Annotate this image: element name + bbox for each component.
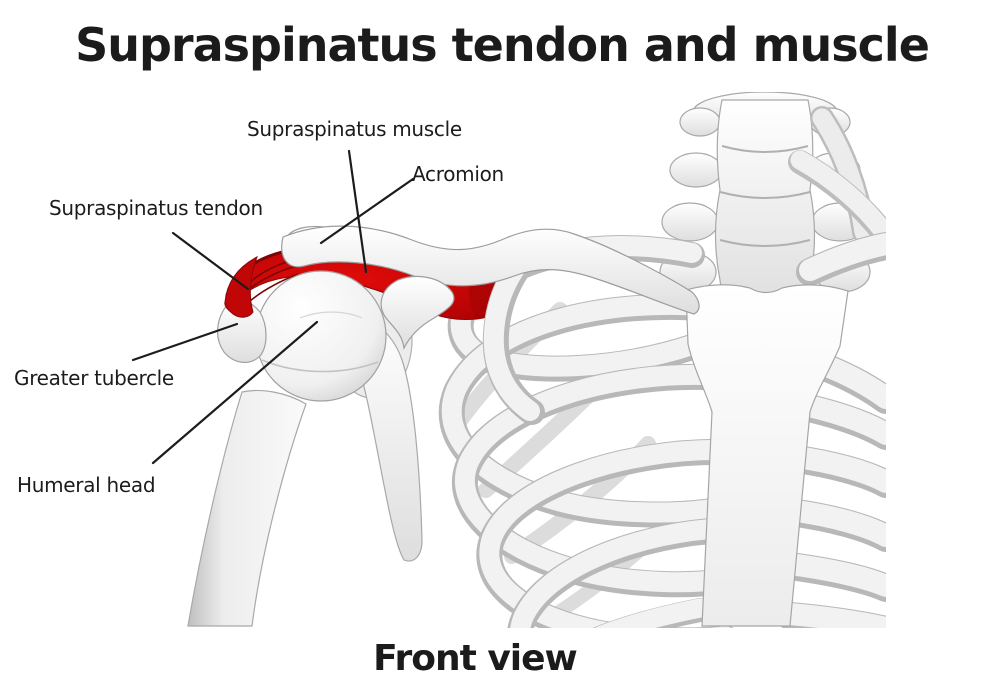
leader-lines	[131, 149, 415, 465]
skeleton-group	[187, 92, 886, 628]
right-transverse-processes	[788, 106, 886, 286]
leader-greater-tubercle	[131, 322, 239, 362]
clavicle	[281, 225, 700, 315]
coracoid-process	[380, 275, 455, 350]
label-supraspinatus-tendon: Supraspinatus tendon	[49, 196, 263, 220]
page-title: Supraspinatus tendon and muscle	[75, 18, 930, 72]
label-supraspinatus-muscle: Supraspinatus muscle	[247, 117, 462, 141]
view-caption: Front view	[373, 638, 578, 679]
leader-acromion	[319, 177, 415, 245]
humeral-shaft	[187, 389, 307, 627]
label-acromion: Acromion	[412, 162, 504, 186]
supraspinatus-tendon-highlight	[224, 255, 258, 318]
sternum	[685, 284, 849, 627]
leader-humeral-head	[151, 320, 319, 465]
label-humeral-head: Humeral head	[17, 473, 156, 497]
left-ribs	[438, 235, 738, 628]
leader-supraspinatus-tendon	[171, 231, 250, 291]
label-greater-tubercle: Greater tubercle	[14, 366, 174, 390]
humerus	[187, 270, 387, 627]
leader-supraspinatus-muscle	[347, 149, 368, 274]
humeral-head-bone	[255, 270, 387, 402]
